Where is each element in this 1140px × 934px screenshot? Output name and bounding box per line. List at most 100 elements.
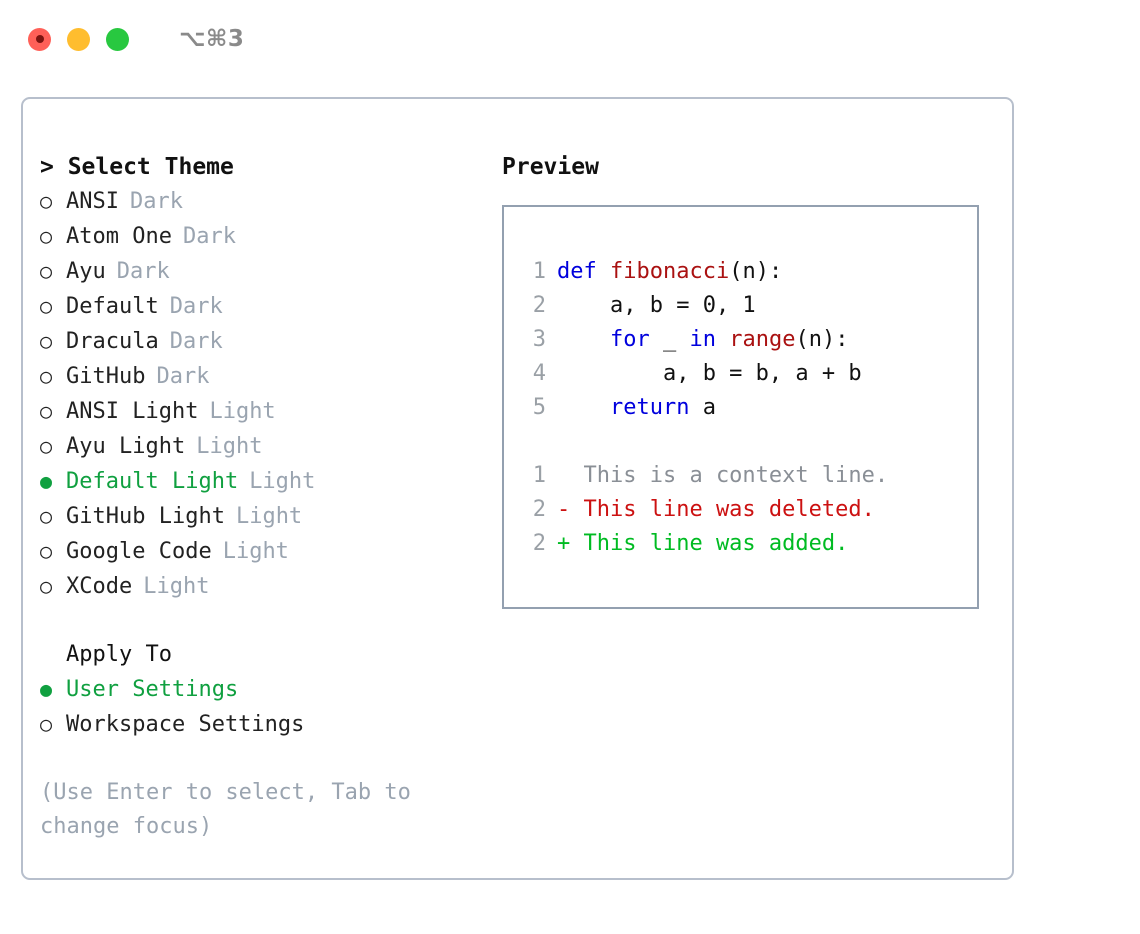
theme-option-label: Dracula [66, 329, 159, 354]
diff-line-number: 2 [532, 531, 546, 556]
theme-variant-badge: Light [235, 504, 303, 529]
close-button[interactable] [28, 27, 51, 51]
code-line-content: a, b = b, a + b [557, 357, 862, 391]
code-line-content: a, b = 0, 1 [557, 289, 756, 323]
theme-option-google-code[interactable]: ○ Google Code Light [40, 534, 490, 569]
theme-variant-badge: Dark [169, 294, 223, 319]
diff-line: 2+ This line was added. [518, 527, 888, 561]
apply-to-list[interactable]: ● User Settings ○Workspace Settings [40, 672, 490, 742]
code-token-txt: (n): [795, 327, 849, 352]
radio-selected-icon: ● [40, 677, 53, 701]
theme-option-label: XCode [66, 574, 133, 599]
code-line: 3 for _ in range(n): [518, 323, 862, 357]
theme-option-label: GitHub Light [66, 504, 225, 529]
theme-option-ayu[interactable]: ○ Ayu Dark [40, 254, 490, 289]
theme-option-label: GitHub [66, 364, 146, 389]
theme-option-label: Ayu Light [66, 434, 186, 459]
diff-line: 2- This line was deleted. [518, 493, 888, 527]
theme-option-label: ANSI [66, 189, 119, 214]
radio-unselected-icon: ○ [40, 224, 53, 248]
theme-option-label: ANSI Light [66, 399, 199, 424]
radio-selected-icon: ● [40, 469, 53, 493]
theme-option-default[interactable]: ○ Default Dark [40, 289, 490, 324]
code-line: 5 return a [518, 391, 862, 425]
radio-unselected-icon: ○ [40, 539, 53, 563]
radio-unselected-icon: ○ [40, 504, 53, 528]
theme-variant-badge: Dark [129, 189, 183, 214]
keyboard-hint-text: (Use Enter to select, Tab to change focu… [40, 780, 411, 839]
code-line-number: 2 [532, 293, 546, 318]
diff-line-content-ctx: This is a context line. [557, 463, 889, 488]
traffic-lights [28, 27, 129, 51]
radio-unselected-icon: ○ [40, 259, 53, 283]
radio-unselected-icon: ○ [40, 294, 53, 318]
theme-variant-badge: Dark [169, 329, 223, 354]
theme-option-default-light[interactable]: ● Default Light Light [40, 464, 490, 499]
theme-variant-badge: Light [222, 539, 289, 564]
title-bar: ⌥⌘3 [0, 0, 1140, 78]
diff-line-number: 2 [532, 497, 546, 522]
code-token-kw: in [689, 327, 716, 352]
code-token-kw: def [557, 259, 610, 284]
radio-unselected-icon: ○ [40, 364, 53, 388]
code-line-number: 3 [532, 327, 546, 352]
code-token-kw: return [609, 395, 690, 420]
code-line-content: def fibonacci(n): [557, 255, 782, 289]
code-token-txt: a [689, 395, 716, 420]
theme-option-github-light[interactable]: ○ GitHub Light Light [40, 499, 490, 534]
code-token-fn: range [729, 327, 796, 352]
apply-to-option-workspace-settings[interactable]: ○Workspace Settings [40, 707, 490, 742]
theme-option-label: Google Code [66, 539, 212, 564]
code-token-txt: _ [649, 327, 690, 352]
code-token-txt: (n): [729, 259, 783, 284]
code-line-content: return a [557, 391, 716, 425]
theme-variant-badge: Light [209, 399, 276, 424]
maximize-button[interactable] [106, 27, 129, 51]
apply-to-option-label: User Settings [66, 677, 239, 702]
minimize-button[interactable] [67, 27, 90, 51]
theme-option-label: Ayu [66, 259, 106, 284]
diff-sample: 1 This is a context line.2- This line wa… [518, 459, 888, 561]
theme-option-label: Default Light [66, 469, 239, 494]
code-token-txt [557, 395, 610, 420]
code-token-txt: a, b = b, a + b [557, 361, 862, 386]
select-theme-heading: > Select Theme [40, 154, 234, 180]
theme-option-label: Default [66, 294, 159, 319]
code-line-number: 5 [532, 395, 546, 420]
theme-option-github[interactable]: ○ GitHub Dark [40, 359, 490, 394]
code-line-content: for _ in range(n): [557, 323, 848, 357]
theme-variant-badge: Light [196, 434, 263, 459]
code-token-txt: a, b = 0, 1 [557, 293, 756, 318]
apply-to-option-user-settings[interactable]: ● User Settings [40, 672, 490, 707]
keyboard-shortcut-label: ⌥⌘3 [179, 26, 245, 52]
code-line-number: 1 [532, 259, 546, 284]
theme-variant-badge: Dark [182, 224, 236, 249]
code-token-fn: fibonacci [609, 259, 730, 284]
theme-option-label: Atom One [66, 224, 172, 249]
theme-variant-badge: Dark [156, 364, 210, 389]
apply-to-heading: Apply To [66, 642, 172, 667]
preview-heading: Preview [502, 154, 599, 180]
theme-variant-badge: Dark [116, 259, 170, 284]
theme-variant-badge: Light [143, 574, 210, 599]
apply-to-option-label: Workspace Settings [66, 712, 305, 737]
code-token-txt [557, 327, 610, 352]
code-line: 2 a, b = 0, 1 [518, 289, 862, 323]
code-token-txt [716, 327, 729, 352]
theme-variant-badge: Light [249, 469, 316, 494]
diff-line: 1 This is a context line. [518, 459, 888, 493]
code-line: 4 a, b = b, a + b [518, 357, 862, 391]
theme-option-atom-one[interactable]: ○ Atom One Dark [40, 219, 490, 254]
code-line-number: 4 [532, 361, 546, 386]
